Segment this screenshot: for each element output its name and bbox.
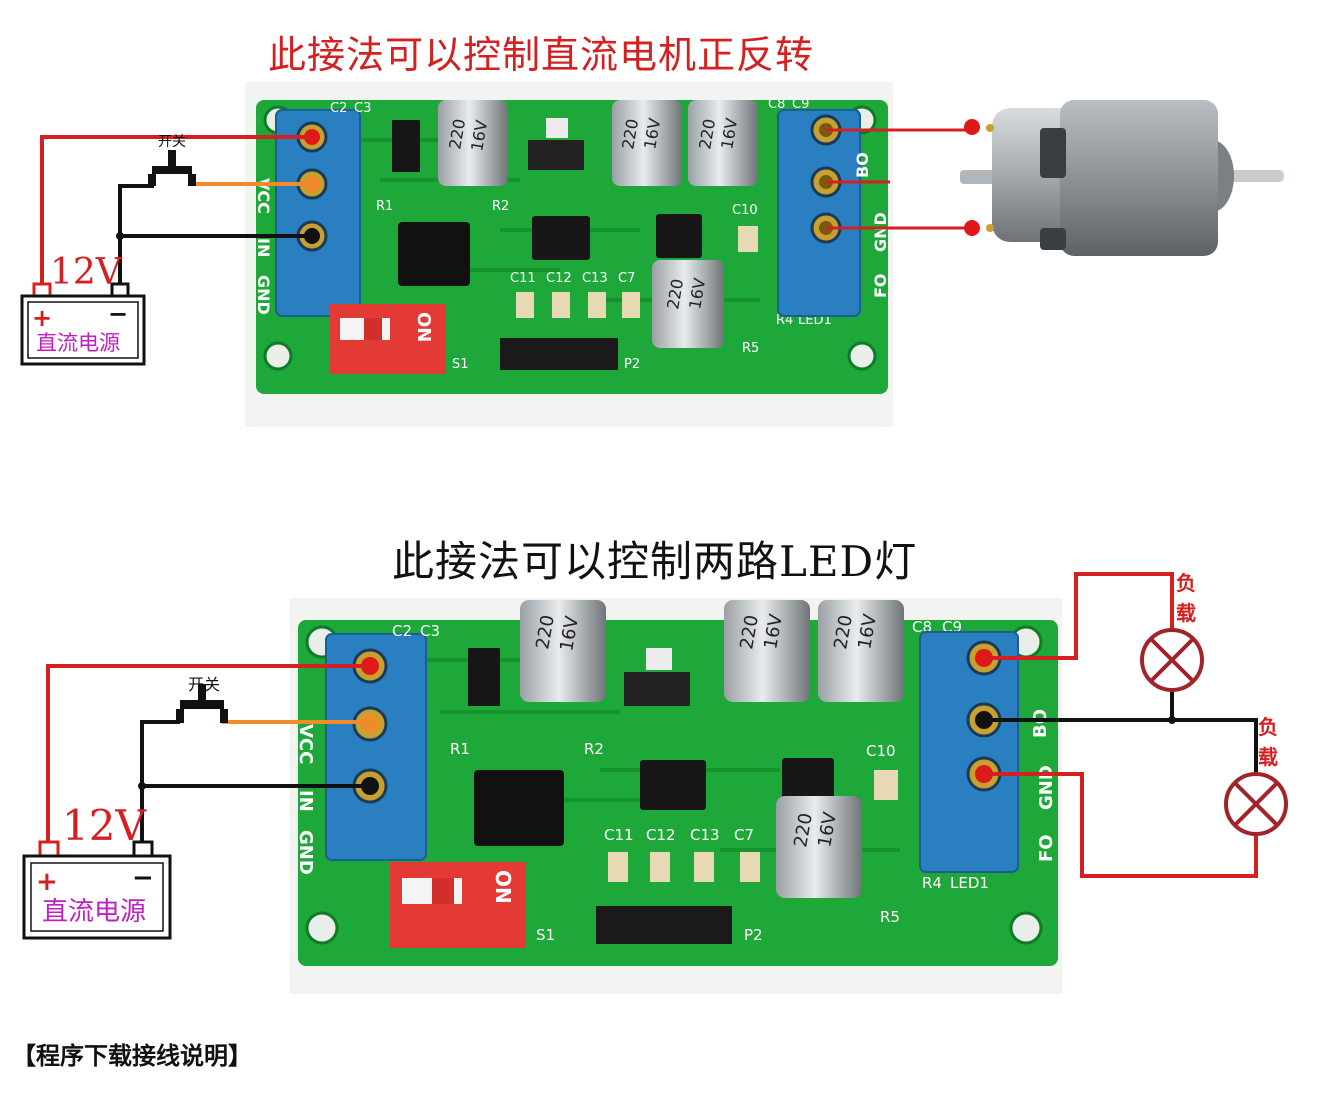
ref-p2-top: P2 [624, 357, 640, 372]
ref-c7-bottom: C7 [734, 826, 754, 844]
ref-r2-bottom: R2 [584, 740, 604, 758]
ref-c3-top: C3 [354, 101, 371, 116]
capacitors-top [438, 100, 758, 348]
ref-c11-top: C11 [510, 271, 536, 286]
ref-s1-bottom: S1 [536, 926, 555, 944]
footer-caption: 【程序下载接线说明】 [12, 1041, 252, 1070]
load-label-1: 负 [1176, 571, 1196, 595]
wires-top [40, 119, 980, 288]
components-bottom: ON [390, 648, 898, 948]
dc-motor [960, 100, 1284, 256]
ref-c9-top: C9 [792, 97, 809, 112]
pin-label-bo-bottom: BO [1030, 709, 1051, 738]
pin-label-gnd-bottom: GND [295, 830, 316, 875]
load-lamp-1 [1140, 628, 1204, 692]
ref-c10-top: C10 [732, 203, 758, 218]
load-label-1b: 载 [1176, 601, 1196, 625]
switch-label-bottom: 开关 [188, 675, 220, 694]
pin-label-gnd-right-bottom: GND [1036, 765, 1057, 810]
ref-s1-top: S1 [452, 357, 469, 372]
power-supply-top [20, 282, 146, 366]
voltage-label-bottom: 12V [62, 801, 146, 850]
terminal-block-right-top [777, 109, 861, 317]
pin-label-fo: FO [871, 273, 890, 298]
pin-label-vcc: VCC [254, 178, 273, 214]
pin-label-fo-bottom: FO [1036, 834, 1057, 862]
load-lamp-2 [1224, 772, 1288, 836]
voltage-label-top: 12V [50, 252, 123, 293]
driver-chip [532, 216, 590, 260]
pin-label-in-bottom: IN [295, 790, 316, 812]
power-supply-bottom [22, 840, 172, 940]
power-supply-label-bottom: 直流电源 [42, 897, 146, 927]
pin-header [500, 338, 618, 370]
pin-label-bo: BO [853, 152, 872, 178]
load-label-2: 负 [1258, 715, 1278, 739]
ref-r1-top: R1 [376, 199, 393, 214]
ref-c12-bottom: C12 [646, 826, 676, 844]
terminal-block-right-bottom [919, 631, 1019, 873]
load-label-2b: 载 [1258, 745, 1278, 769]
ref-led1-bottom: LED1 [950, 874, 989, 892]
switch-on-label-bottom: ON [491, 870, 515, 904]
pin-label-gnd-right: GND [871, 212, 890, 252]
motor-diagram: VCC IN GND ON 220 [20, 82, 1284, 427]
plus-label-bottom: + [36, 867, 58, 897]
led-diagram: VCC IN GND ON 220 16V [22, 571, 1288, 994]
wires-bottom [46, 572, 1258, 878]
ref-r5-bottom: R5 [880, 908, 900, 926]
ref-c13-top: C13 [582, 271, 608, 286]
load-label-1-char: 负 [1176, 571, 1196, 595]
terminal-block-left-top [275, 109, 361, 317]
ref-c12-top: C12 [546, 271, 572, 286]
title-led: 此接法可以控制两路LED灯 [392, 537, 918, 586]
switch-on-label: ON [413, 312, 434, 342]
ref-c11-bottom: C11 [604, 826, 634, 844]
components-top: ON [330, 118, 758, 374]
ref-p2-bottom: P2 [744, 926, 763, 944]
ref-c13-bottom: C13 [690, 826, 720, 844]
ref-c7-top: C7 [618, 271, 635, 286]
switch-label-top: 开关 [158, 134, 186, 150]
ref-c2-top: C2 [330, 101, 347, 116]
ref-r4-bottom: R4 [922, 874, 942, 892]
minus-label-top: − [108, 300, 128, 328]
pin-label-in: IN [254, 238, 273, 257]
optocoupler-chip [398, 222, 470, 286]
ref-c10-bottom: C10 [866, 742, 896, 760]
ref-r5-top: R5 [742, 341, 759, 356]
ref-r2-top: R2 [492, 199, 509, 214]
switch-symbol-top [148, 150, 196, 186]
switch-symbol-bottom [176, 684, 228, 723]
power-supply-label-top: 直流电源 [36, 331, 120, 355]
title-motor: 此接法可以控制直流电机正反转 [268, 33, 815, 77]
minus-label-bottom: − [132, 863, 154, 893]
pin-label-vcc-bottom: VCC [295, 724, 316, 764]
pin-label-gnd: GND [254, 275, 273, 315]
plus-label-top: + [32, 304, 52, 332]
ref-c8-top: C8 [768, 97, 785, 112]
capacitors-bottom [520, 600, 904, 898]
terminal-block-left-bottom [325, 633, 427, 861]
ref-c2-bottom: C2 [392, 622, 412, 640]
ref-c3-bottom: C3 [420, 622, 440, 640]
ref-r1-bottom: R1 [450, 740, 470, 758]
